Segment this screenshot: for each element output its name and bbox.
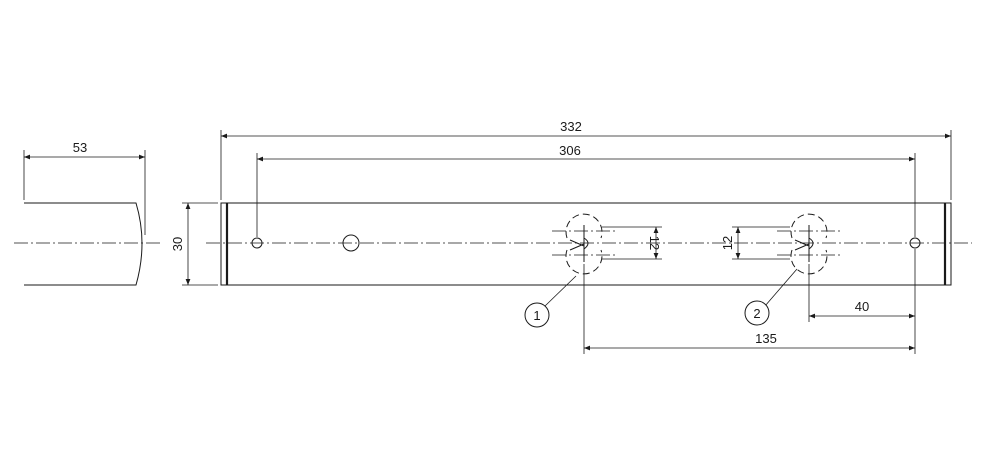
overall-length-label: 332	[560, 119, 582, 134]
slot-offset-label: 135	[755, 331, 777, 346]
dimensions: 332 306 30 12 12 40 135	[170, 119, 952, 354]
balloons: 1 2	[524, 268, 798, 328]
slot1-width-label: 12	[647, 236, 662, 250]
balloon-2	[744, 300, 770, 326]
balloon-2-leader	[764, 268, 798, 307]
front-view	[206, 202, 972, 286]
balloon-1-label: 1	[533, 308, 540, 323]
hole-right-small	[909, 237, 921, 249]
height-label: 30	[170, 237, 185, 251]
balloon-1	[524, 302, 550, 328]
hole-span-label: 306	[559, 143, 581, 158]
edge-offset-label: 40	[855, 299, 869, 314]
slot2-width-label: 12	[720, 236, 735, 250]
side-view-outline	[24, 202, 143, 286]
bar-outline	[220, 202, 952, 286]
slot-feature-2	[777, 213, 843, 275]
side-view: 53	[14, 140, 160, 286]
side-width-label: 53	[73, 140, 87, 155]
hole-left-large	[342, 234, 360, 252]
hole-left-small	[251, 237, 263, 249]
balloon-1-leader	[544, 275, 577, 307]
balloon-2-label: 2	[753, 306, 760, 321]
slot-feature-1	[552, 213, 618, 275]
